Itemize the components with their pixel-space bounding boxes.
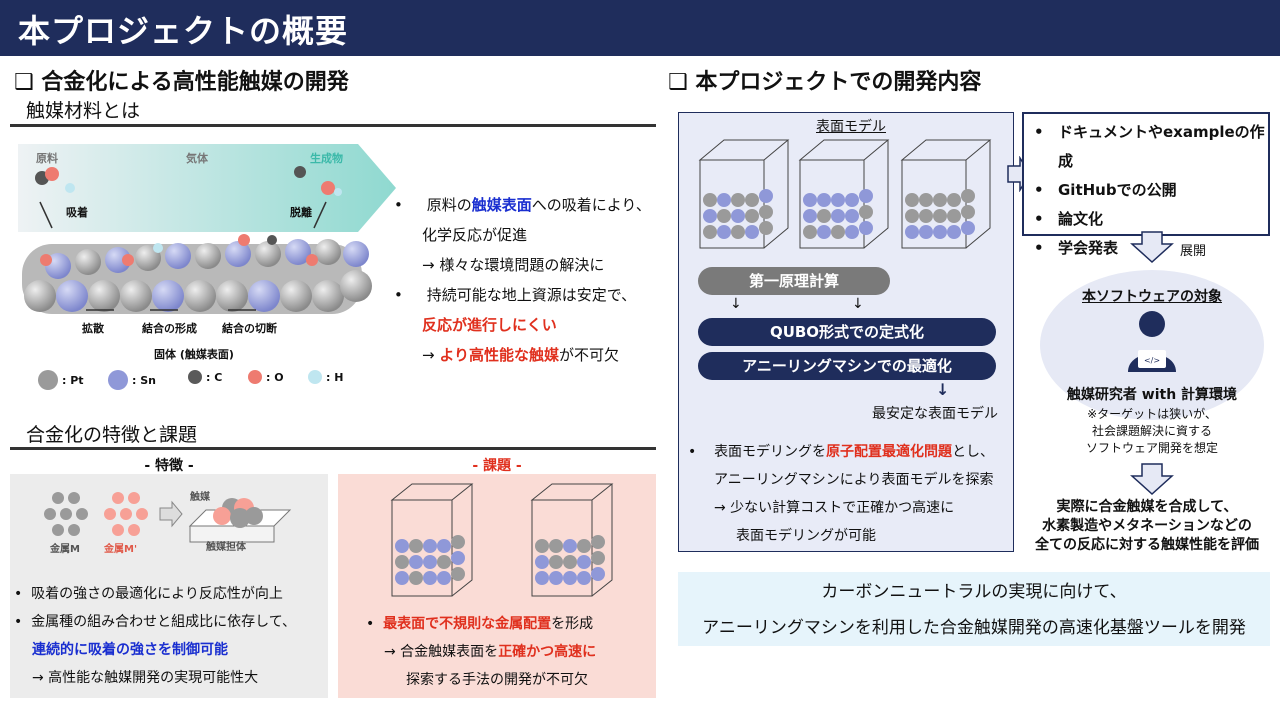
legend-label: : Pt	[62, 373, 84, 387]
output-item: 論文化	[1024, 205, 1268, 234]
bullet-item: • 原料の触媒表面への吸着により、	[394, 196, 651, 214]
legend-item: : O	[248, 370, 284, 384]
catalyst-surface-diagram	[18, 144, 396, 314]
issue-box	[338, 474, 656, 698]
sub-heading-catalyst: 触媒材料とは	[26, 100, 141, 122]
atom-legend: : Pt : Sn : C : O : H	[38, 370, 368, 394]
legend-label: : C	[206, 370, 223, 384]
legend-item: : H	[308, 370, 343, 384]
legend-item: : C	[188, 370, 222, 384]
bottom-banner: カーボンニュートラルの実現に向けて、 アニーリングマシンを利用した合金触媒開発の…	[678, 572, 1270, 646]
target-bubble	[1040, 270, 1264, 420]
desorb-label: 脱離	[290, 206, 312, 219]
o-atom	[321, 181, 335, 195]
output-item: ドキュメントやexampleの作成	[1024, 118, 1268, 176]
o-atom	[45, 167, 59, 181]
metal-m-label: 金属M	[50, 544, 80, 555]
legend-swatch	[38, 370, 58, 390]
down-arrow: ↓	[852, 296, 864, 312]
down-arrow: ↓	[936, 380, 950, 399]
surface-models-illustration	[698, 139, 992, 249]
raw-label: 原料	[36, 152, 58, 165]
reaction-arrow	[18, 144, 396, 232]
irregular-surface-illustration	[390, 483, 614, 597]
diffuse-label: 拡散	[82, 322, 104, 335]
legend-label: : H	[326, 370, 344, 384]
legend-item: : Sn	[108, 370, 156, 390]
feature-heading: - 特徴 -	[144, 458, 194, 474]
product-label: 生成物	[310, 152, 343, 165]
gas-label: 気体	[186, 152, 208, 165]
goal-text: 実際に合金触媒を合成して、 水素製造やメタネーションなどの 全ての反応に対する触…	[1035, 499, 1259, 553]
bullet-item: • 持続可能な地上資源は安定で、	[394, 286, 637, 304]
legend-label: : O	[266, 370, 284, 384]
h-atom	[65, 183, 75, 193]
qubo-pill: QUBO形式での定式化	[698, 318, 996, 346]
svg-text:</>: </>	[1144, 356, 1160, 365]
left-section-title: ❑ 合金化による高性能触媒の開発	[14, 70, 349, 95]
catalyst-bullets: • 原料の触媒表面への吸着により、 化学反応が促進 → 様々な環境問題の解決に …	[394, 190, 654, 370]
output-item: GitHubでの公開	[1024, 176, 1268, 205]
c-atom	[294, 166, 306, 178]
legend-swatch	[248, 370, 262, 384]
solid-label: 固体 (触媒表面)	[154, 348, 234, 361]
bond-break-label: 結合の切断	[222, 322, 277, 335]
atom-slab	[22, 234, 372, 314]
alloy-illustration	[44, 492, 292, 543]
issue-bullets: • 最表面で不規則な金属配置を形成 → 合金触媒表面を正確かつ高速に 探索する手…	[366, 616, 597, 688]
adsorb-label: 吸着	[66, 206, 88, 219]
target-who: 触媒研究者 with 計算環境	[1066, 387, 1238, 403]
metal-m2-label: 金属M'	[104, 544, 138, 555]
desorb-arrow	[313, 201, 327, 229]
legend-swatch	[108, 370, 128, 390]
down-arrow	[1130, 463, 1174, 496]
deploy-label: 展開	[1180, 244, 1207, 259]
output-item: 学会発表	[1024, 234, 1268, 263]
page-title: 本プロジェクトの概要	[18, 12, 349, 50]
support-label: 触媒担体	[206, 542, 246, 553]
feature-bullets: • 吸着の強さの最適化により反応性が向上 • 金属種の組み合わせと組成比に依存し…	[14, 586, 297, 686]
legend-swatch	[188, 370, 202, 384]
adsorb-arrow	[39, 201, 53, 229]
legend-label: : Sn	[132, 373, 156, 387]
sub-heading-alloy: 合金化の特徴と課題	[26, 424, 198, 446]
first-principles-pill: 第一原理計算	[698, 267, 890, 295]
legend-swatch	[308, 370, 322, 384]
outputs-box: ドキュメントやexampleの作成GitHubでの公開論文化学会発表	[1022, 112, 1270, 263]
divider	[10, 124, 656, 127]
right-section-title: ❑ 本プロジェクトでの開発内容	[668, 70, 982, 95]
surface-model-label: 表面モデル	[816, 119, 886, 135]
title-bar: 本プロジェクトの概要	[0, 0, 1280, 56]
divider	[10, 447, 656, 450]
h-atom	[334, 188, 342, 196]
researcher-icon: </>	[1128, 311, 1176, 372]
catalyst-label: 触媒	[190, 492, 210, 503]
target-note: ※ターゲットは狭いが、 社会課題解決に資する ソフトウェア開発を想定	[1085, 407, 1218, 455]
down-arrow: ↓	[730, 296, 742, 312]
stable-model-label: 最安定な表面モデル	[872, 406, 998, 422]
target-title: 本ソフトウェアの対象	[1082, 289, 1222, 305]
annealing-pill: アニーリングマシンでの最適化	[698, 352, 996, 380]
legend-item: : Pt	[38, 370, 84, 390]
deploy-arrow	[1130, 231, 1174, 264]
panel-bullets: • 表面モデリングを原子配置最適化問題とし、 アニーリングマシンにより表面モデル…	[688, 444, 995, 544]
issue-heading: - 課題 -	[472, 458, 522, 474]
bond-form-label: 結合の形成	[142, 322, 197, 335]
